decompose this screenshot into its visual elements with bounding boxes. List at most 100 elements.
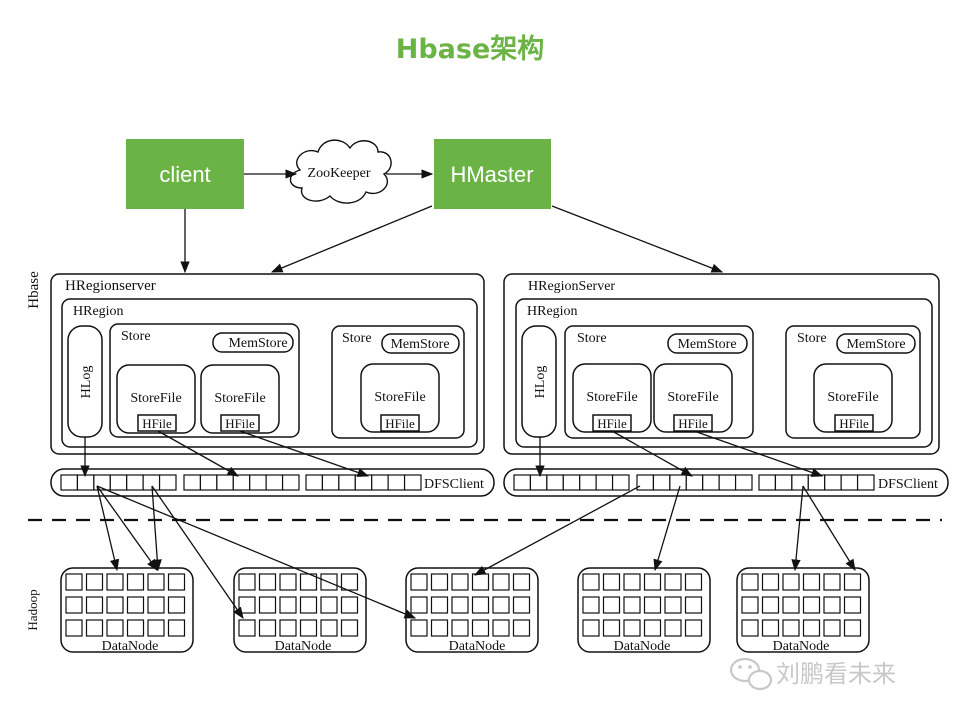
- memstore-box: [667, 333, 748, 354]
- dfs-block: [249, 474, 267, 491]
- datanode-block: [602, 619, 621, 637]
- dfs-block: [856, 474, 875, 491]
- datanode-block: [512, 619, 531, 637]
- dfs-block: [702, 474, 720, 491]
- datanode-3: DataNode: [405, 567, 539, 654]
- datanode-block: [65, 573, 83, 591]
- hregion-label: HRegion: [527, 304, 578, 319]
- zookeeper-label: ZooKeeper: [308, 166, 371, 181]
- storefile-label: StoreFile: [130, 391, 181, 406]
- datanode-block: [65, 619, 83, 637]
- datanode-block: [430, 619, 449, 637]
- datanode-block: [741, 573, 759, 591]
- dfsclient-label: DFSClient: [878, 477, 938, 492]
- regionserver-2: HRegionServer HRegion HLog Store MemStor…: [503, 273, 940, 455]
- datanode-block: [823, 596, 841, 614]
- datanode-block: [106, 573, 124, 591]
- dfs-block: [321, 474, 340, 491]
- storefile-label: StoreFile: [374, 390, 425, 405]
- datanode-block: [602, 573, 621, 591]
- datanode-block: [451, 619, 469, 637]
- datanode-blocks: [582, 573, 703, 637]
- wechat-icon: [729, 657, 773, 691]
- hmaster-label: HMaster: [450, 162, 533, 187]
- datanode-block: [602, 596, 621, 614]
- arrow-dfs-datanode: [653, 485, 681, 572]
- datanode-block: [451, 573, 469, 591]
- datanode-blocks: [238, 573, 359, 637]
- datanode-block: [410, 619, 428, 637]
- hlog-box: [521, 325, 557, 438]
- memstore-label: MemStore: [390, 337, 449, 352]
- dfs-block: [371, 474, 389, 491]
- arrow-hmaster-regionserver-2: [551, 205, 724, 273]
- datanode-block: [843, 596, 862, 614]
- dfs-block: [403, 474, 422, 491]
- hfile-box: [834, 414, 874, 432]
- hfile-box: [137, 414, 177, 432]
- dfs-block: [529, 474, 548, 491]
- datanode-block: [410, 596, 428, 614]
- dfs-block: [791, 474, 809, 491]
- arrow-hfile-dfs-2a: [611, 430, 694, 477]
- datanode-blocks: [410, 573, 531, 637]
- datanode-block: [843, 619, 862, 637]
- datanode-block: [299, 619, 318, 637]
- datanode-block: [279, 596, 297, 614]
- datanode-block: [410, 573, 428, 591]
- datanode-block: [664, 596, 682, 614]
- datanode-block: [471, 596, 490, 614]
- dfs-block: [109, 474, 128, 491]
- datanode-block: [85, 573, 104, 591]
- datanode-block: [471, 619, 490, 637]
- store-label: Store: [797, 331, 827, 346]
- datanode-block: [761, 573, 780, 591]
- dfs-blocks: [513, 474, 875, 491]
- datanode-block: [664, 619, 682, 637]
- datanode-block: [279, 573, 297, 591]
- dfs-block: [824, 474, 842, 491]
- datanode-block: [623, 596, 641, 614]
- arrow-dfs-datanode: [96, 485, 158, 571]
- dfs-block: [142, 474, 161, 491]
- dfs-block: [183, 474, 202, 491]
- datanode-label: DataNode: [449, 639, 506, 654]
- dfs-block: [636, 474, 655, 491]
- datanode-block: [85, 619, 104, 637]
- arrow-dfs-datanode: [96, 485, 417, 619]
- datanode-label: DataNode: [614, 639, 671, 654]
- regionserver-label: HRegionserver: [65, 278, 156, 294]
- datanode-block: [320, 596, 338, 614]
- dfs-block: [76, 474, 95, 491]
- arrow-hfile-dfs-2b: [693, 430, 824, 477]
- datanode-block: [782, 619, 800, 637]
- datanode-block: [823, 619, 841, 637]
- memstore-label: MemStore: [677, 337, 736, 352]
- dfs-block: [807, 474, 826, 491]
- datanode-block: [582, 619, 600, 637]
- arrow-hfile-dfs-1b: [239, 430, 370, 477]
- datanode-block: [492, 619, 510, 637]
- datanode-5: DataNode: [736, 567, 870, 654]
- datanode-block: [147, 573, 165, 591]
- arrow-dfs-datanode: [151, 485, 162, 572]
- datanode-2: DataNode: [233, 567, 367, 654]
- arrow-dfs-datanode: [151, 485, 244, 619]
- dfs-block: [354, 474, 373, 491]
- dfs-block: [595, 474, 614, 491]
- datanode-1: DataNode: [60, 567, 194, 654]
- dfs-block: [774, 474, 793, 491]
- datanode-4: DataNode: [577, 567, 711, 654]
- datanode-block: [340, 596, 359, 614]
- dfs-block: [579, 474, 597, 491]
- dfs-block: [718, 474, 737, 491]
- datanode-block: [167, 619, 186, 637]
- datanode-block: [167, 573, 186, 591]
- datanode-block: [684, 596, 703, 614]
- datanode-block: [65, 596, 83, 614]
- datanode-block: [582, 596, 600, 614]
- storefile-label: StoreFile: [214, 391, 265, 406]
- memstore-box: [212, 332, 294, 353]
- datanode-block: [802, 596, 821, 614]
- dfs-block: [758, 474, 777, 491]
